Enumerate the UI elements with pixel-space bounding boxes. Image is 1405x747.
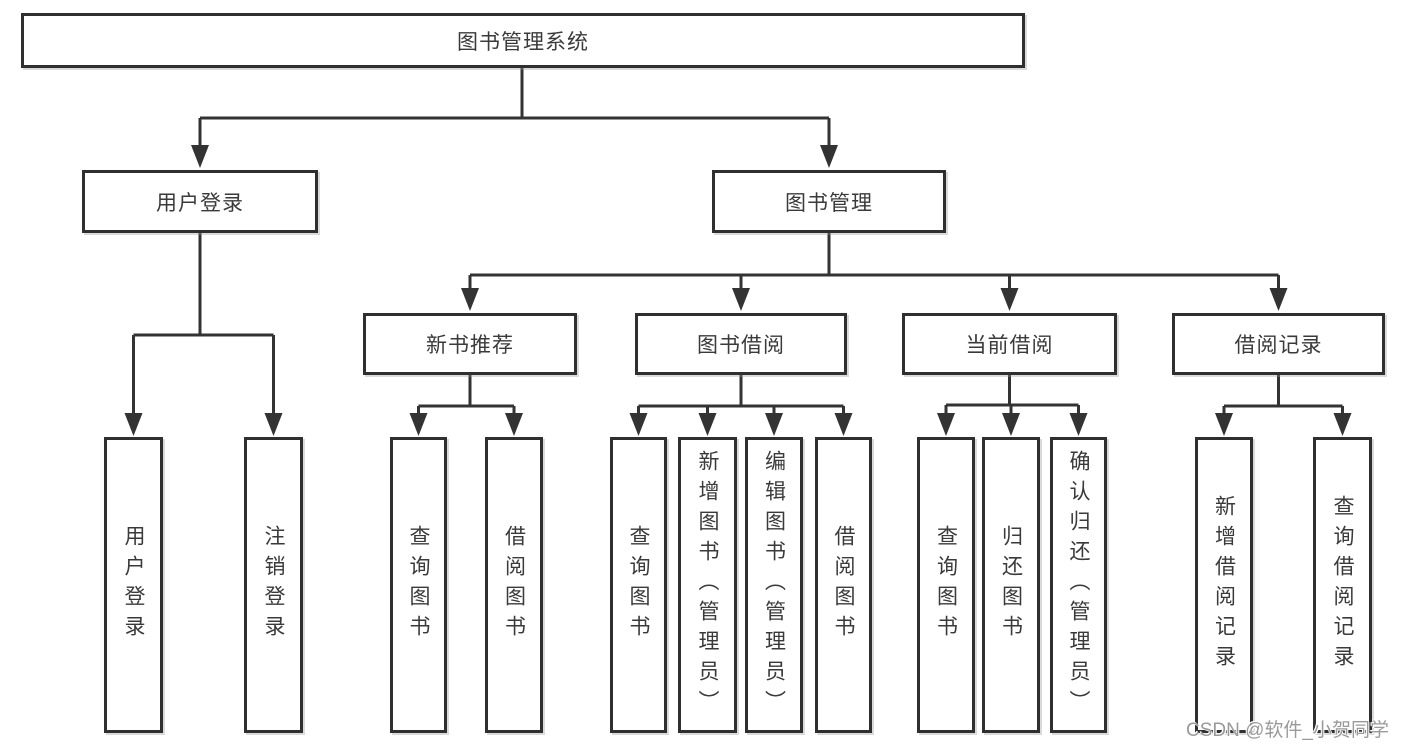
csdn-watermark: CSDN @软件_小贺同学 xyxy=(1186,720,1389,741)
node-label: 当前借阅 xyxy=(965,334,1054,357)
arrowhead-down xyxy=(505,413,523,436)
connector-book-management-children xyxy=(468,233,1280,291)
arrowhead-down xyxy=(461,288,479,311)
node-borrow-records: 借阅记录 xyxy=(1172,313,1385,375)
arrowhead-down xyxy=(409,413,428,436)
node-label: 用户登录 xyxy=(156,191,244,215)
arrowhead-down xyxy=(698,413,717,436)
leaf-query-books-current: 查询图书 xyxy=(917,437,975,733)
arrowhead-down xyxy=(124,413,143,436)
leaf-return-books: 归还图书 xyxy=(982,437,1040,733)
leaf-edit-books-admin: 编辑图书（管理员） xyxy=(745,437,803,733)
node-label: 图书管理 xyxy=(785,191,873,215)
connector-group-user-login xyxy=(132,233,275,416)
arrowheads-leaves xyxy=(124,413,1352,436)
node-label: 新书推荐 xyxy=(426,334,514,357)
leaf-query-books-borrow: 查询图书 xyxy=(610,437,667,733)
connector-group-book-management xyxy=(468,233,1280,291)
arrowhead-down xyxy=(1069,413,1088,436)
arrowhead-down xyxy=(732,288,750,311)
node-label: 查询图书 xyxy=(934,525,958,645)
connector-user-login-children xyxy=(132,233,275,416)
connector-root-to-level2 xyxy=(198,68,831,148)
connector-group-leaves xyxy=(417,375,1344,416)
arrowhead-down xyxy=(1215,413,1233,436)
leaf-query-borrow-record: 查询借阅记录 xyxy=(1313,437,1372,733)
arrowhead-down xyxy=(264,413,283,436)
node-label: 借阅图书 xyxy=(502,525,526,645)
node-label: 编辑图书（管理员） xyxy=(762,450,786,720)
node-label: 查询图书 xyxy=(627,525,650,645)
node-library-management-system: 图书管理系统 xyxy=(21,13,1025,68)
node-label: 确认归还（管理员） xyxy=(1067,450,1090,720)
node-label: 借阅图书 xyxy=(832,525,855,645)
arrowhead-down xyxy=(1269,288,1288,311)
node-user-login: 用户登录 xyxy=(82,170,318,233)
connector-borrow-record-children xyxy=(1222,375,1344,416)
leaf-add-borrow-record: 新增借阅记录 xyxy=(1195,437,1253,733)
node-label: 新增图书（管理员） xyxy=(696,450,719,720)
arrowhead-down xyxy=(1002,413,1020,436)
arrowheads-level3 xyxy=(461,288,1288,311)
arrowhead-down xyxy=(1000,288,1019,311)
arrowhead-down xyxy=(1333,413,1352,436)
arrowheads-level2 xyxy=(191,145,838,168)
node-label: 借阅记录 xyxy=(1234,334,1323,357)
arrowhead-down xyxy=(765,413,783,436)
leaf-query-books-recommend: 查询图书 xyxy=(390,437,447,733)
node-label: 新增借阅记录 xyxy=(1212,495,1236,675)
leaf-logout: 注销登录 xyxy=(244,437,303,733)
node-book-management: 图书管理 xyxy=(712,170,946,233)
node-label: 图书管理系统 xyxy=(457,30,589,54)
node-label: 图书借阅 xyxy=(697,334,785,357)
leaf-user-login: 用户登录 xyxy=(104,437,163,733)
connector-book-borrow-children xyxy=(637,375,845,416)
leaf-borrow-books-recommend: 借阅图书 xyxy=(485,437,543,733)
node-book-borrow: 图书借阅 xyxy=(635,313,847,375)
node-label: 用户登录 xyxy=(122,525,145,645)
node-current-borrow: 当前借阅 xyxy=(902,313,1117,375)
leaf-borrow-books: 借阅图书 xyxy=(815,437,872,733)
connector-new-book-children xyxy=(417,375,516,416)
connector-group-root xyxy=(198,68,831,148)
leaf-add-books-admin: 新增图书（管理员） xyxy=(678,437,737,733)
node-label: 查询图书 xyxy=(407,525,430,645)
node-label: 归还图书 xyxy=(999,525,1023,645)
leaf-confirm-return-admin: 确认归还（管理员） xyxy=(1050,437,1107,733)
node-label: 查询借阅记录 xyxy=(1331,495,1354,675)
arrowhead-down xyxy=(629,413,648,436)
arrowhead-down xyxy=(820,145,838,168)
arrowhead-down xyxy=(834,413,853,436)
node-label: 注销登录 xyxy=(262,525,285,645)
node-new-book-recommend: 新书推荐 xyxy=(363,313,577,375)
connector-current-borrow-children xyxy=(944,375,1080,416)
arrowhead-down xyxy=(937,413,955,436)
arrowhead-down xyxy=(191,145,209,168)
